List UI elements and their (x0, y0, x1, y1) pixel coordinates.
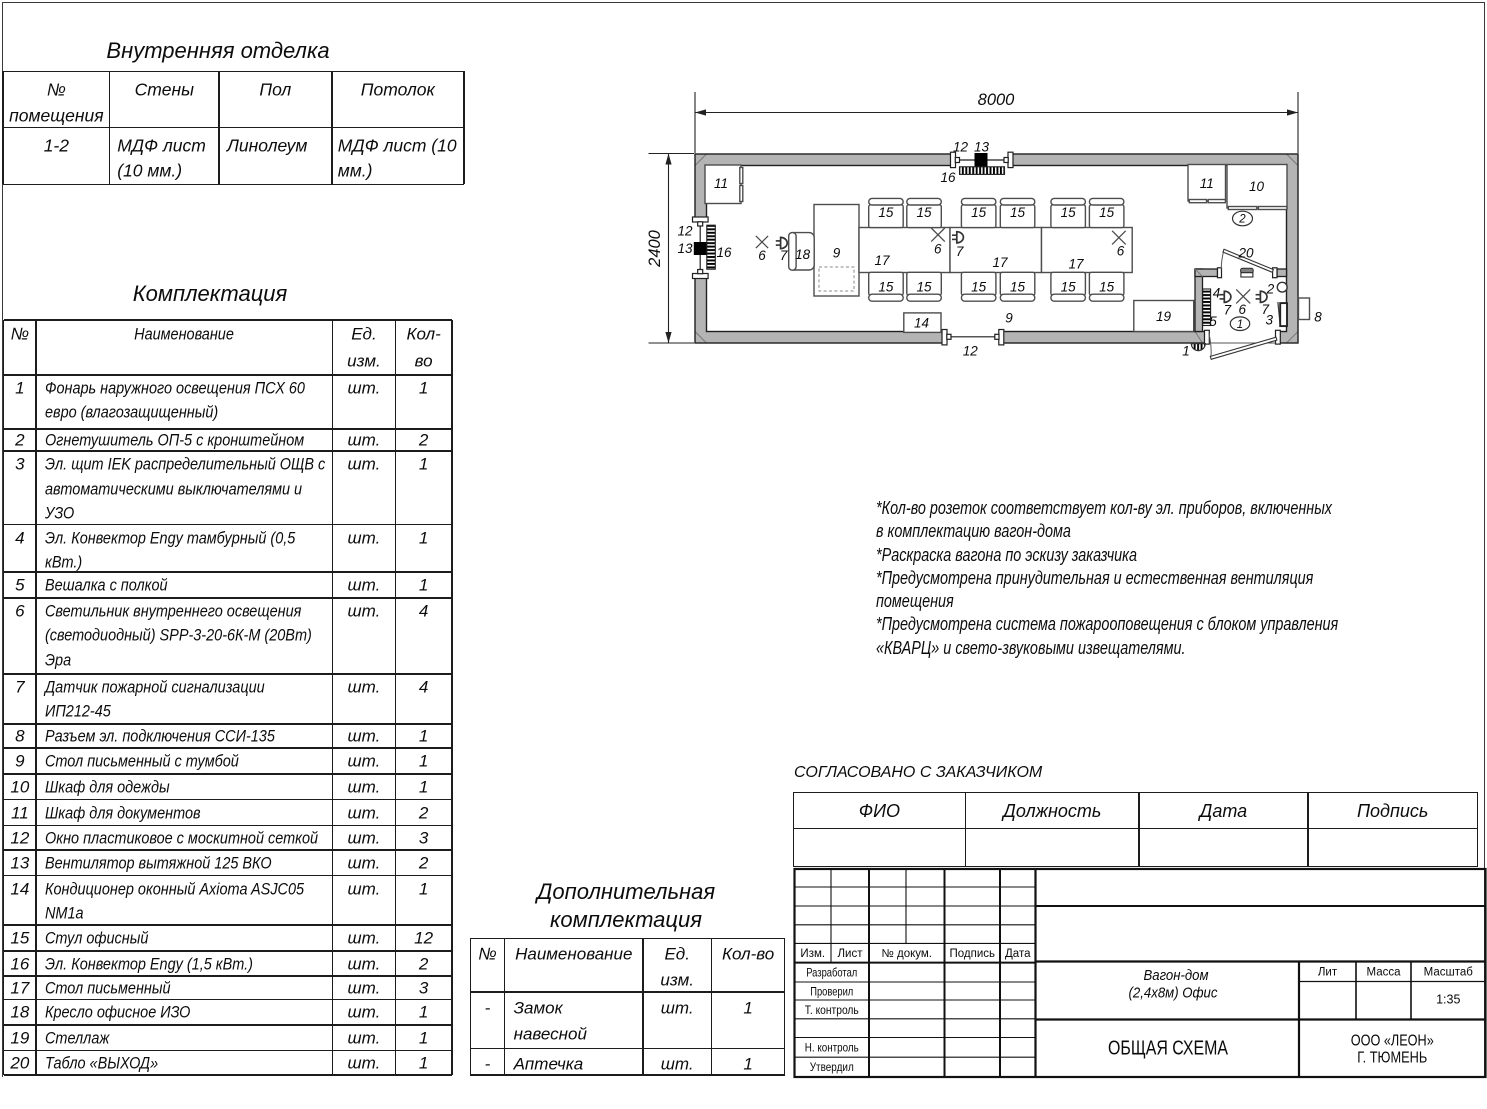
svg-text:15: 15 (1061, 205, 1077, 220)
svg-text:19: 19 (1156, 309, 1172, 324)
svg-text:12: 12 (953, 139, 969, 154)
svg-text:5: 5 (1209, 314, 1217, 329)
svg-text:15: 15 (1099, 205, 1115, 220)
svg-text:6: 6 (1239, 302, 1247, 317)
svg-text:15: 15 (1010, 279, 1026, 294)
svg-text:7: 7 (780, 248, 788, 263)
svg-text:ОБЩАЯ СХЕМА: ОБЩАЯ СХЕМА (1108, 1038, 1229, 1060)
svg-text:Масштаб: Масштаб (1424, 967, 1474, 979)
svg-text:6: 6 (1117, 244, 1125, 259)
svg-text:Масса: Масса (1366, 967, 1401, 979)
svg-text:20: 20 (1237, 245, 1254, 260)
svg-text:6: 6 (934, 242, 942, 257)
svg-text:1: 1 (1182, 343, 1190, 358)
svg-text:2400: 2400 (646, 229, 664, 268)
svg-text:4: 4 (1213, 285, 1221, 300)
svg-text:15: 15 (917, 205, 933, 220)
svg-text:16: 16 (940, 170, 956, 185)
svg-text:15: 15 (878, 205, 894, 220)
svg-text:15: 15 (971, 279, 987, 294)
svg-text:Дата: Дата (1005, 948, 1031, 960)
svg-text:Лист: Лист (838, 948, 864, 960)
svg-text:Проверил: Проверил (810, 984, 853, 998)
svg-text:7: 7 (1224, 302, 1232, 317)
svg-text:Т. контроль: Т. контроль (805, 1003, 859, 1017)
svg-text:15: 15 (1099, 279, 1115, 294)
svg-text:14: 14 (914, 316, 929, 331)
svg-text:7: 7 (956, 244, 964, 259)
svg-text:13: 13 (677, 241, 693, 256)
svg-text:18: 18 (795, 247, 811, 262)
svg-text:11: 11 (714, 176, 728, 191)
svg-text:Лит: Лит (1318, 967, 1338, 979)
svg-text:3: 3 (1266, 313, 1274, 328)
svg-text:Вагон-дом: Вагон-дом (1144, 967, 1209, 984)
svg-text:13: 13 (974, 139, 990, 154)
svg-text:11: 11 (1200, 176, 1214, 191)
svg-text:№ докум.: № докум. (881, 948, 932, 960)
svg-text:Н. контроль: Н. контроль (805, 1041, 859, 1055)
svg-text:8: 8 (1314, 309, 1322, 324)
svg-text:17: 17 (1068, 256, 1084, 271)
svg-text:9: 9 (1005, 310, 1013, 325)
svg-text:15: 15 (1010, 205, 1026, 220)
svg-text:6: 6 (758, 248, 766, 263)
svg-text:15: 15 (1061, 279, 1077, 294)
svg-text:2: 2 (1266, 281, 1275, 296)
svg-text:12: 12 (677, 223, 693, 238)
svg-text:Г. ТЮМЕНЬ: Г. ТЮМЕНЬ (1357, 1050, 1427, 1067)
svg-text:Разработал: Разработал (806, 965, 857, 979)
svg-text:(2,4х8м) Офис: (2,4х8м) Офис (1129, 984, 1218, 1001)
svg-text:2: 2 (1238, 214, 1246, 226)
svg-text:12: 12 (963, 343, 979, 358)
svg-text:Подпись: Подпись (949, 948, 995, 960)
svg-text:10: 10 (1249, 179, 1265, 194)
svg-text:Изм.: Изм. (800, 948, 825, 960)
svg-text:17: 17 (992, 255, 1008, 270)
svg-text:17: 17 (874, 253, 890, 268)
svg-text:9: 9 (833, 245, 841, 260)
svg-text:15: 15 (971, 205, 987, 220)
svg-text:ООО «ЛЕОН»: ООО «ЛЕОН» (1351, 1033, 1434, 1050)
svg-text:1: 1 (1237, 319, 1243, 331)
svg-text:15: 15 (878, 279, 894, 294)
svg-text:Утвердил: Утвердил (810, 1060, 854, 1074)
svg-text:8000: 8000 (978, 91, 1016, 109)
svg-text:16: 16 (716, 245, 732, 260)
svg-text:1:35: 1:35 (1436, 993, 1460, 1007)
svg-text:7: 7 (1262, 302, 1270, 317)
svg-text:15: 15 (917, 279, 933, 294)
